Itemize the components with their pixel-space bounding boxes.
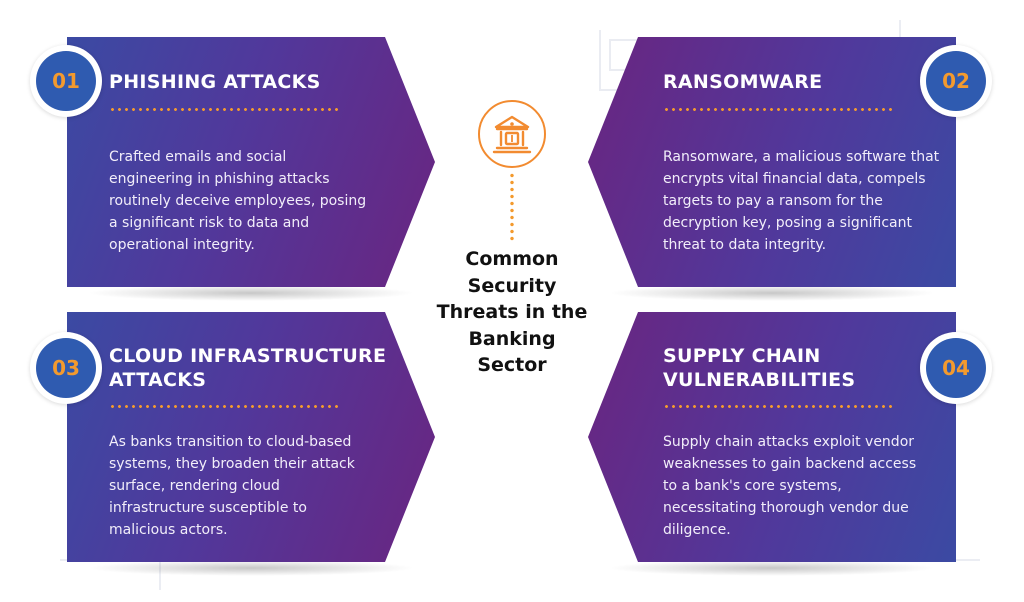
card-shape	[588, 37, 956, 287]
card-shape	[588, 312, 956, 562]
card-description: Ransomware, a malicious software that en…	[663, 149, 940, 253]
threat-card-phishing: PHISHING ATTACKS Crafted emails and soci…	[67, 37, 435, 301]
number-label: 04	[926, 338, 986, 398]
number-badge: 04	[920, 332, 992, 404]
card-shape	[67, 312, 435, 562]
dotted-divider	[663, 405, 893, 408]
dotted-divider	[663, 108, 893, 111]
bank-icon	[492, 115, 532, 154]
threat-card-cloud: CLOUD INFRASTRUCTURE ATTACKS As banks tr…	[67, 312, 435, 576]
card-shadow	[608, 285, 936, 301]
dotted-divider	[109, 405, 339, 408]
card-description: Supply chain attacks exploit vendor weak…	[663, 434, 917, 538]
number-label: 02	[926, 51, 986, 111]
card-title: CLOUD INFRASTRUCTURE ATTACKS	[109, 345, 387, 391]
card-description: As banks transition to cloud-based syste…	[109, 434, 355, 538]
number-badge: 02	[920, 45, 992, 117]
card-description: Crafted emails and social engineering in…	[109, 149, 367, 253]
card-title: PHISHING ATTACKS	[109, 71, 321, 93]
number-label: 01	[36, 51, 96, 111]
number-badge: 03	[30, 332, 102, 404]
threat-card-supply-chain: SUPPLY CHAIN VULNERABILITIES Supply chai…	[588, 312, 956, 576]
number-badge: 01	[30, 45, 102, 117]
bank-icon-circle	[478, 100, 546, 168]
card-shadow	[608, 560, 936, 576]
number-label: 03	[36, 338, 96, 398]
card-shadow	[87, 560, 415, 576]
infographic-title: Common Security Threats in the Banking S…	[436, 248, 588, 376]
dotted-connector	[510, 172, 514, 242]
card-title: RANSOMWARE	[663, 71, 823, 93]
card-shape	[67, 37, 435, 287]
dotted-divider	[109, 108, 339, 111]
threat-card-ransomware: RANSOMWARE Ransomware, a malicious softw…	[588, 37, 956, 301]
card-title: SUPPLY CHAIN VULNERABILITIES	[663, 345, 856, 391]
card-shadow	[87, 285, 415, 301]
